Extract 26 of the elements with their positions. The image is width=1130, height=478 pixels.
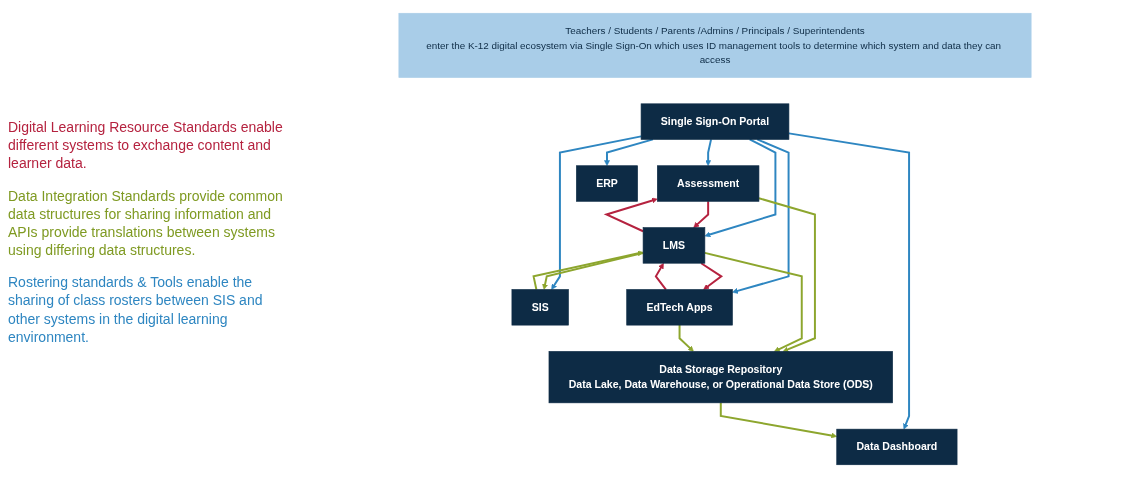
arrow xyxy=(700,262,724,290)
arrow xyxy=(678,324,694,352)
arrow xyxy=(693,200,710,228)
node-box: Data Storage Repository Data Lake, Data Warehouse, or Operational Data Store (ODS) xyxy=(548,351,893,404)
node-box: LMS xyxy=(642,227,706,264)
arrow xyxy=(604,138,654,166)
node-box: Data Dashboard xyxy=(836,428,958,466)
arrow xyxy=(703,251,803,352)
description-note: Data Integration Standards provide common data structures for sharing information and APIs provide translations between systems using differing data structures. xyxy=(8,186,284,260)
arrow xyxy=(757,197,816,353)
arrow xyxy=(732,138,790,294)
arrow xyxy=(603,197,658,233)
arrow xyxy=(787,132,911,430)
arrow xyxy=(719,401,837,439)
node-box: Teachers / Students / Parents /Admins / Principals / Superintendents enter the K-12 digital ecosystem via Single Sign-On which uses ID management tools to determine which system and data they can access xyxy=(398,12,1032,78)
node-box: EdTech Apps xyxy=(626,289,733,326)
node-box: ERP xyxy=(576,165,638,202)
node-box: SIS xyxy=(511,289,569,326)
arrow xyxy=(551,135,643,290)
arrow xyxy=(654,262,667,291)
node-box: Single Sign-On Portal xyxy=(640,103,790,140)
node-box: Assessment xyxy=(657,165,760,202)
description-note: Digital Learning Resource Standards enable different systems to exchange content and learner data. xyxy=(8,117,284,173)
description-note: Rostering standards & Tools enable the sharing of class rosters between SIS and other systems in the digital learning environment. xyxy=(8,273,264,347)
arrow xyxy=(705,138,713,166)
arrow xyxy=(704,138,777,238)
